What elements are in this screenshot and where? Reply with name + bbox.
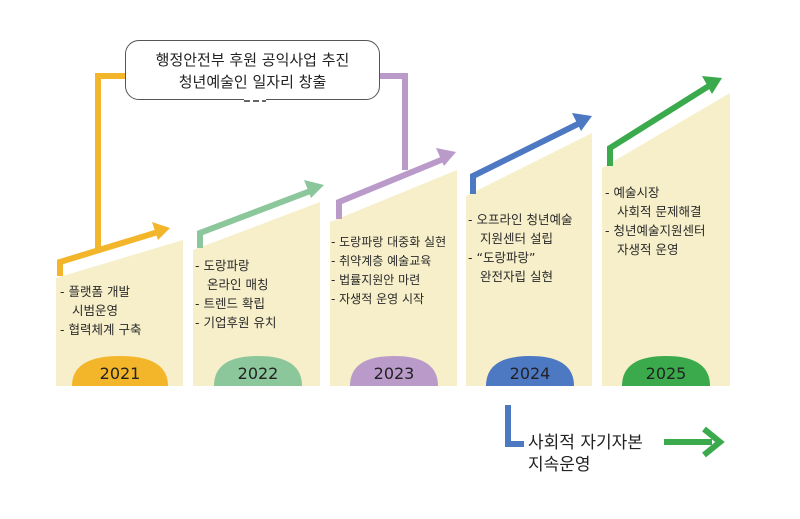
- stage-item: - 오프라인 청년예술: [468, 212, 573, 227]
- stage-items-2024: - 오프라인 청년예술 지원센터 설립 - “도랑파랑” 완전자립 실현: [468, 210, 572, 286]
- stage-items-2023: - 도랑파랑 대중화 실현 - 취약계층 예술교육 - 법률지원안 마련 - 자…: [331, 233, 446, 309]
- year-label-2025: 2025: [645, 364, 687, 383]
- stage-item: - 법률지원안 마련: [331, 273, 421, 287]
- year-bump-2023: [350, 356, 438, 386]
- year-bump-2022: [214, 356, 302, 386]
- stage-card-2021: [56, 240, 183, 386]
- arrowhead-2024: [572, 113, 592, 131]
- callout-line-2: 청년예술인 일자리 창출: [178, 73, 327, 91]
- callout-box: 행정안전부 후원 공익사업 추진 청년예술인 일자리 창출: [125, 40, 380, 100]
- stage-item: - 취약계층 예술교육: [331, 254, 432, 268]
- stage-card-2023: [330, 170, 457, 386]
- stage-card-2024: [466, 133, 592, 386]
- stage-arrow-2025: [607, 81, 714, 166]
- stage-items-2021: - 플랫폼 개발 시범운영 - 협력체계 구축: [60, 282, 141, 339]
- callout-connector-2021: [95, 73, 126, 248]
- stage-arrow-2022: [197, 187, 315, 248]
- callout-tail: [244, 98, 266, 102]
- year-label-2022: 2022: [237, 364, 279, 383]
- arrowhead-2021: [152, 222, 170, 240]
- summary-text: 사회적 자기자본 지속운영: [528, 432, 643, 476]
- arrowhead-2022: [304, 180, 324, 198]
- stage-item: - 트렌드 확립: [195, 296, 265, 311]
- stage-items-2022: - 도랑파랑 온라인 매칭 - 트렌드 확립 - 기업후원 유치: [195, 256, 276, 332]
- arrowhead-2025: [702, 76, 722, 94]
- arrowhead-2023: [436, 148, 456, 166]
- stage-item: 온라인 매칭: [207, 277, 269, 292]
- stage-item: 사회적 문제해결: [617, 204, 702, 219]
- year-label-2023: 2023: [373, 364, 415, 383]
- stage-item: 시범운영: [72, 303, 119, 318]
- callout-connector-2023: [379, 73, 408, 170]
- stage-item: - 플랫폼 개발: [60, 284, 130, 299]
- stage-item: 자생적 운영: [617, 242, 679, 257]
- year-label-2024: 2024: [509, 364, 551, 383]
- stage-item: - 자생적 운영 시작: [331, 292, 425, 306]
- callout-line-1: 행정안전부 후원 공익사업 추진: [155, 51, 350, 69]
- stage-card-2022: [193, 202, 320, 386]
- year-label-2021: 2021: [99, 364, 141, 383]
- summary-connector: [505, 405, 524, 447]
- year-bump-2025: [622, 356, 710, 386]
- year-bump-2024: [486, 356, 574, 386]
- stage-arrow-2021: [57, 229, 159, 276]
- stage-item: 지원센터 설립: [480, 231, 553, 246]
- stage-item: - 도랑파랑: [195, 258, 250, 273]
- summary-line-2: 지속운영: [528, 455, 591, 475]
- stage-arrow-2023: [336, 155, 448, 219]
- stage-item: - 도랑파랑 대중화 실현: [331, 235, 447, 249]
- stage-item: - 협력체계 구축: [60, 322, 142, 337]
- summary-arrow-head: [702, 426, 725, 458]
- year-bump-2021: [72, 356, 168, 386]
- stage-card-2025: [602, 93, 730, 386]
- stage-item: - 예술시장: [605, 185, 660, 200]
- stage-item: - “도랑파랑”: [468, 250, 536, 265]
- stage-items-2025: - 예술시장 사회적 문제해결 - 청년예술지원센터 자생적 운영: [605, 183, 705, 259]
- summary-line-1: 사회적 자기자본: [528, 433, 643, 453]
- stage-arrow-2024: [470, 119, 584, 194]
- stage-item: - 기업후원 유치: [195, 315, 277, 330]
- stage-item: 완전자립 실현: [480, 269, 553, 284]
- stage-item: - 청년예술지원센터: [605, 223, 706, 238]
